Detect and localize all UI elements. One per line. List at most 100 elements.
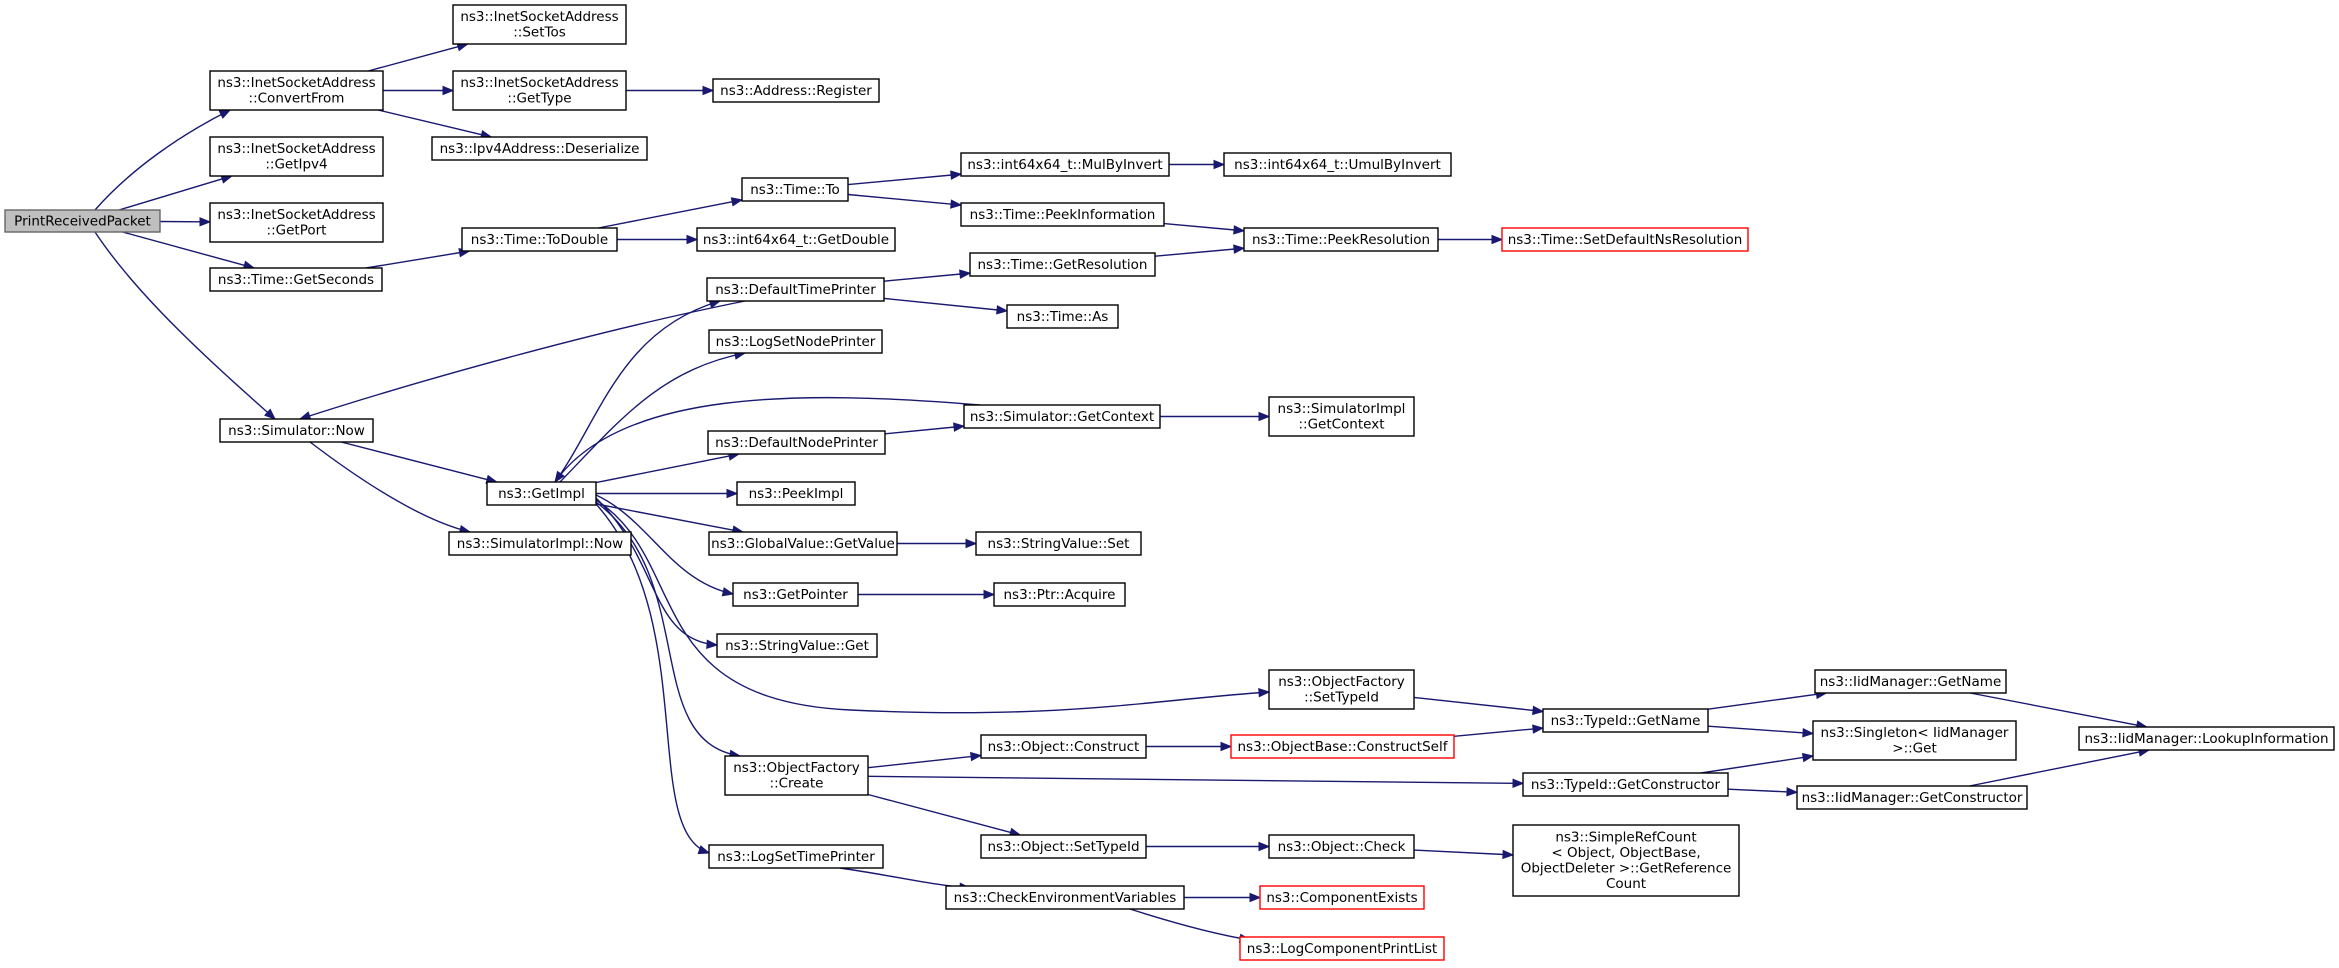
node-box[interactable] — [452, 70, 627, 111]
node-global-value-get-value[interactable]: ns3::GlobalValue::GetValue — [708, 531, 898, 556]
node-string-value-set[interactable]: ns3::StringValue::Set — [975, 531, 1142, 556]
node-time-set-default-ns-resolution[interactable]: ns3::Time::SetDefaultNsResolution — [1501, 227, 1749, 252]
node-singleton-get[interactable]: ns3::Singleton< IidManager >::Get — [1812, 720, 2017, 761]
node-string-value-get[interactable]: ns3::StringValue::Get — [716, 633, 878, 658]
node-simulator-impl-now[interactable]: ns3::SimulatorImpl::Now — [448, 531, 632, 556]
node-object-base-construct-self[interactable]: ns3::ObjectBase::ConstructSelf — [1230, 734, 1455, 759]
node-type-id-get-constructor[interactable]: ns3::TypeId::GetConstructor — [1522, 772, 1729, 797]
node-box[interactable] — [1006, 304, 1119, 329]
node-object-set-type-id[interactable]: ns3::Object::SetTypeId — [980, 834, 1147, 859]
node-box[interactable] — [1259, 885, 1425, 910]
node-check-environment-variables[interactable]: ns3::CheckEnvironmentVariables — [945, 885, 1185, 910]
node-address-register[interactable]: ns3::Address::Register — [712, 78, 880, 103]
node-time-get-seconds[interactable]: ns3::Time::GetSeconds — [209, 267, 383, 292]
node-box[interactable] — [209, 202, 384, 243]
node-inet-convert-from[interactable]: ns3::InetSocketAddress::ConvertFrom — [209, 70, 384, 111]
node-default-time-printer[interactable]: ns3::DefaultTimePrinter — [706, 277, 885, 302]
node-box[interactable] — [1512, 824, 1740, 897]
node-box[interactable] — [724, 755, 869, 796]
node-box[interactable] — [736, 481, 856, 506]
node-box[interactable] — [1796, 785, 2028, 810]
node-box[interactable] — [975, 531, 1142, 556]
node-box[interactable] — [461, 227, 618, 252]
node-box[interactable] — [696, 227, 896, 252]
node-box[interactable] — [209, 267, 383, 292]
node-box[interactable] — [1268, 669, 1415, 710]
node-box[interactable] — [2078, 726, 2335, 751]
node-time-peek-information[interactable]: ns3::Time::PeekInformation — [960, 202, 1165, 227]
node-box[interactable] — [452, 4, 627, 45]
node-ptr-acquire[interactable]: ns3::Ptr::Acquire — [993, 582, 1126, 607]
node-box[interactable] — [993, 582, 1126, 607]
node-iid-manager-get-name[interactable]: ns3::IidManager::GetName — [1814, 669, 2007, 694]
node-int64-mul-by-invert[interactable]: ns3::int64x64_t::MulByInvert — [960, 152, 1170, 177]
node-box[interactable] — [708, 531, 898, 556]
node-inet-get-port[interactable]: ns3::InetSocketAddress::GetPort — [209, 202, 384, 243]
node-box[interactable] — [960, 152, 1170, 177]
node-time-to-double[interactable]: ns3::Time::ToDouble — [461, 227, 618, 252]
node-object-check[interactable]: ns3::Object::Check — [1268, 834, 1415, 859]
node-type-id-get-name[interactable]: ns3::TypeId::GetName — [1542, 708, 1709, 733]
node-ipv4-deserialize[interactable]: ns3::Ipv4Address::Deserialize — [431, 136, 648, 161]
node-box[interactable] — [732, 582, 859, 607]
node-box[interactable] — [963, 404, 1161, 429]
node-box[interactable] — [4, 209, 161, 233]
node-box[interactable] — [209, 70, 384, 111]
node-box[interactable] — [706, 277, 885, 302]
node-log-set-time-printer[interactable]: ns3::LogSetTimePrinter — [708, 844, 884, 869]
node-inet-get-ipv4[interactable]: ns3::InetSocketAddress::GetIpv4 — [209, 136, 384, 177]
node-simulator-impl-get-context[interactable]: ns3::SimulatorImpl::GetContext — [1268, 396, 1415, 437]
node-get-pointer[interactable]: ns3::GetPointer — [732, 582, 859, 607]
node-simple-ref-count[interactable]: ns3::SimpleRefCount< Object, ObjectBase,… — [1512, 824, 1740, 897]
node-box[interactable] — [945, 885, 1185, 910]
node-box[interactable] — [1812, 720, 2017, 761]
node-int64-get-double[interactable]: ns3::int64x64_t::GetDouble — [696, 227, 896, 252]
node-box[interactable] — [707, 430, 886, 455]
node-inet-set-tos[interactable]: ns3::InetSocketAddress::SetTos — [452, 4, 627, 45]
node-box[interactable] — [448, 531, 632, 556]
node-box[interactable] — [209, 136, 384, 177]
node-box[interactable] — [716, 633, 878, 658]
node-default-node-printer[interactable]: ns3::DefaultNodePrinter — [707, 430, 886, 455]
node-box[interactable] — [708, 329, 883, 354]
node-box[interactable] — [1239, 936, 1445, 961]
node-box[interactable] — [1522, 772, 1729, 797]
node-time-get-resolution[interactable]: ns3::Time::GetResolution — [969, 252, 1156, 277]
node-simulator-now[interactable]: ns3::Simulator::Now — [219, 418, 374, 443]
node-box[interactable] — [431, 136, 648, 161]
node-object-factory-set-type-id[interactable]: ns3::ObjectFactory::SetTypeId — [1268, 669, 1415, 710]
node-time-to[interactable]: ns3::Time::To — [741, 177, 849, 202]
node-log-set-node-printer[interactable]: ns3::LogSetNodePrinter — [708, 329, 883, 354]
node-object-construct[interactable]: ns3::Object::Construct — [980, 734, 1147, 759]
node-box[interactable] — [1268, 396, 1415, 437]
node-box[interactable] — [1501, 227, 1749, 252]
node-component-exists[interactable]: ns3::ComponentExists — [1259, 885, 1425, 910]
node-box[interactable] — [1223, 152, 1452, 177]
node-box[interactable] — [980, 834, 1147, 859]
node-time-as[interactable]: ns3::Time::As — [1006, 304, 1119, 329]
node-box[interactable] — [708, 844, 884, 869]
node-iid-manager-lookup-information[interactable]: ns3::IidManager::LookupInformation — [2078, 726, 2335, 751]
node-time-peek-resolution[interactable]: ns3::Time::PeekResolution — [1243, 227, 1439, 252]
node-box[interactable] — [486, 481, 597, 506]
node-box[interactable] — [980, 734, 1147, 759]
node-box[interactable] — [712, 78, 880, 103]
node-object-factory-create[interactable]: ns3::ObjectFactory::Create — [724, 755, 869, 796]
node-int64-umul-by-invert[interactable]: ns3::int64x64_t::UmulByInvert — [1223, 152, 1452, 177]
node-box[interactable] — [960, 202, 1165, 227]
node-box[interactable] — [1542, 708, 1709, 733]
node-print-received-packet[interactable]: PrintReceivedPacket — [4, 209, 161, 233]
node-inet-get-type[interactable]: ns3::InetSocketAddress::GetType — [452, 70, 627, 111]
node-box[interactable] — [1268, 834, 1415, 859]
node-get-impl[interactable]: ns3::GetImpl — [486, 481, 597, 506]
node-log-component-print-list[interactable]: ns3::LogComponentPrintList — [1239, 936, 1445, 961]
node-simulator-get-context[interactable]: ns3::Simulator::GetContext — [963, 404, 1161, 429]
node-iid-manager-get-constructor[interactable]: ns3::IidManager::GetConstructor — [1796, 785, 2028, 810]
node-box[interactable] — [969, 252, 1156, 277]
node-box[interactable] — [1814, 669, 2007, 694]
node-peek-impl[interactable]: ns3::PeekImpl — [736, 481, 856, 506]
node-box[interactable] — [219, 418, 374, 443]
node-box[interactable] — [1230, 734, 1455, 759]
node-box[interactable] — [1243, 227, 1439, 252]
node-box[interactable] — [741, 177, 849, 202]
